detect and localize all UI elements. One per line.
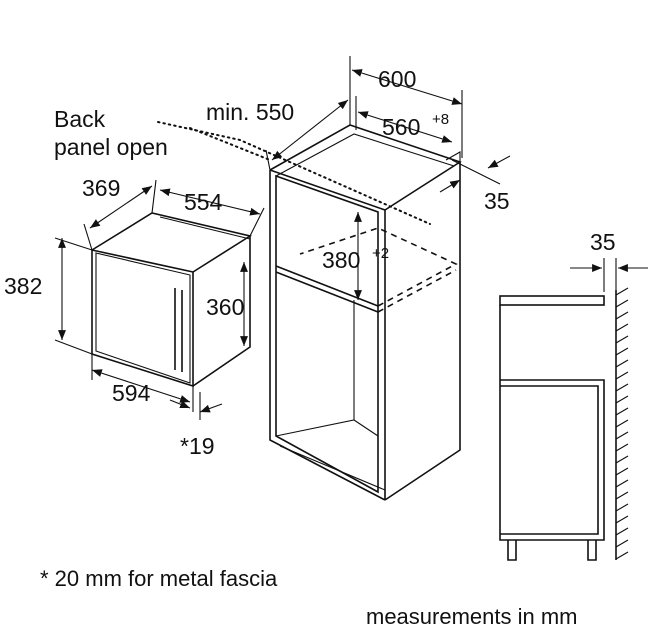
width-554-label: 554 (184, 189, 223, 215)
min-depth-label: min. 550 (206, 99, 294, 125)
width-560-superscript: +8 (432, 111, 449, 128)
fascia-19-label: *19 (180, 433, 215, 459)
gap-35-right-label: 35 (484, 188, 510, 214)
width-560-label: 560 (382, 114, 420, 140)
side-view-drawing (499, 258, 648, 561)
cabinet-drawing (269, 124, 462, 501)
depth-369-label: 369 (82, 175, 120, 201)
height-380-label: 380 (322, 247, 360, 273)
height-380-superscript: +2 (372, 245, 389, 262)
metal-fascia-note: * 20 mm for metal fascia (40, 566, 278, 591)
width-594-label: 594 (112, 380, 151, 406)
units-note: measurements in mm (366, 604, 578, 629)
height-382-label: 382 (4, 273, 42, 299)
width-600-label: 600 (378, 66, 416, 92)
microwave-dimensions (54, 179, 265, 420)
cabinet-dimensions (157, 56, 511, 300)
height-360-label: 360 (206, 294, 244, 320)
back-panel-label-1: Back (54, 106, 106, 132)
gap-35-side-label: 35 (590, 229, 616, 255)
back-panel-label-2: panel open (54, 134, 168, 160)
